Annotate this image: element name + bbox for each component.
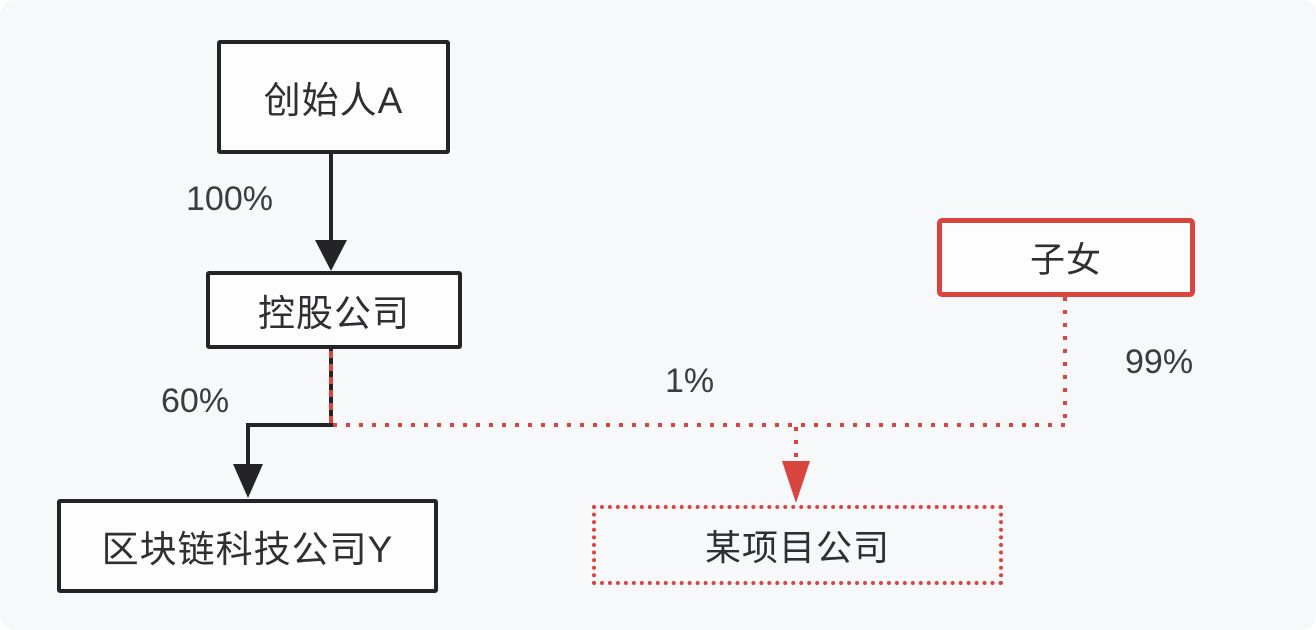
ownership-label-1-percent: 1% — [665, 362, 715, 400]
edge-holding-to-blockchain-horizontal-line — [246, 423, 333, 427]
edge-holding-to-project-dotted-drop — [794, 427, 798, 463]
node-children-label: 子女 — [1029, 241, 1102, 280]
node-project-company-label: 某项目公司 — [704, 527, 890, 568]
edge-children-to-project-dotted-line — [1063, 297, 1067, 425]
node-blockchain-tech-company-y: 区块链科技公司Y — [57, 499, 438, 593]
node-founder-a-label: 创始人A — [263, 80, 404, 121]
node-blockchain-tech-company-y-label: 区块链科技公司Y — [101, 529, 394, 570]
ownership-label-100-percent: 100% — [186, 180, 273, 218]
down-arrowhead-icon — [233, 464, 263, 498]
edge-holding-shared-vertical-red-dashes — [329, 351, 333, 427]
ownership-label-99-percent: 99% — [1125, 343, 1194, 381]
down-arrowhead-icon — [315, 240, 347, 271]
ownership-label-60-percent: 60% — [161, 382, 230, 420]
node-holding-company-label: 控股公司 — [258, 293, 410, 334]
edge-holding-to-blockchain-vertical-line — [246, 423, 250, 465]
node-project-company: 某项目公司 — [592, 505, 1003, 585]
red-down-arrowhead-icon — [782, 461, 810, 503]
edge-holding-to-project-dotted-line — [333, 423, 1067, 427]
node-founder-a: 创始人A — [217, 40, 450, 154]
node-children: 子女 — [937, 218, 1195, 297]
edge-founder-to-holding-line — [329, 154, 333, 242]
node-holding-company: 控股公司 — [206, 271, 462, 349]
